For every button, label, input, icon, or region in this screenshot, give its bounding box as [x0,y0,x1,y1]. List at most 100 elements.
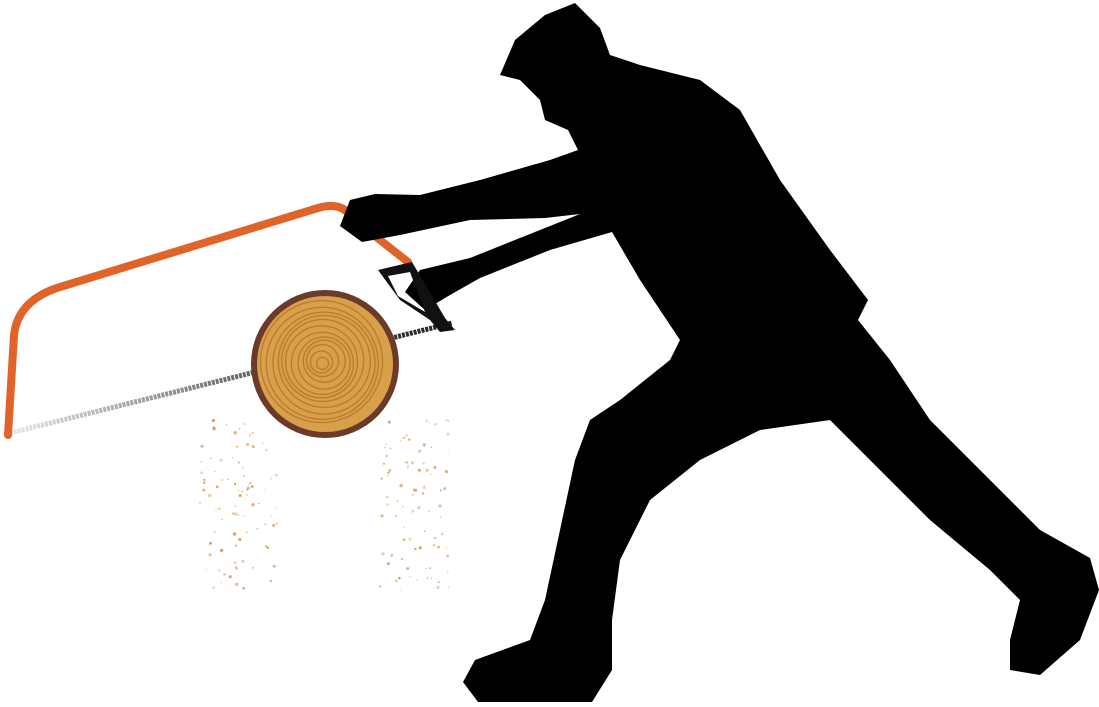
sawdust-particle [220,581,222,584]
log-ring [315,356,330,371]
log-ring [284,325,359,399]
sawdust-particle [385,454,389,458]
sawdust-particle [445,419,448,422]
sawdust-particle [221,478,224,481]
log [251,290,399,438]
sawdust-particle [428,421,431,424]
sawdust-particle [251,444,255,448]
sawdust-particle [246,494,248,496]
sawdust-particle [399,440,402,442]
sawdust-particle [232,532,237,536]
sawdust-particle [437,545,440,549]
sawdust-particle [436,585,440,589]
sawdust-particle [381,552,385,556]
sawdust-particle [430,446,433,448]
sawdust-particle [276,506,278,509]
sawdust-particle [221,518,223,521]
sawdust-particle [241,559,245,563]
sawdust-particle [215,485,219,489]
sawdust-particle [243,515,246,518]
sawdust-particle [270,477,272,480]
log-ring [277,314,372,409]
sawdust-particle [209,456,213,460]
sawdust-particle [275,522,278,525]
sawdust-particle [200,444,204,448]
sawdust-particle [447,449,449,451]
sawdust-particle [257,502,260,505]
sawdust-particle [256,527,259,530]
sawdust-particle [394,514,398,518]
sawdust-particle [439,515,442,518]
sawdust-particle [233,431,237,435]
sawdust-particle [426,577,429,579]
sawdust-particle [423,530,426,533]
sawdust-particle [218,507,221,511]
sawdust-particle [248,433,252,436]
sawdust-particle [387,475,389,477]
sawdust-particle [380,477,384,480]
sawdust-particle [238,514,240,517]
sawdust-particle [263,523,267,526]
sawdust-particle [425,468,429,472]
sawdust-particle [430,577,433,580]
sawdust-particle [249,482,252,484]
sawdust-particle [208,553,212,557]
sawdust-particle [251,431,254,435]
sawdust-particle [408,438,411,441]
sawdust-particle [386,562,390,566]
sawdust-particle [400,557,404,561]
sawdust-particle [235,544,238,547]
sawdust-particle [223,572,226,576]
sawdust-particle [212,586,215,589]
sawdust-particle [433,466,437,469]
sawdust-particle [428,567,431,570]
sawdust-particle [219,458,223,462]
sawdust-particle [209,541,213,545]
sawdust-particle [266,546,270,549]
sawdust-particle [248,436,251,438]
sawdust-particle [421,492,425,495]
sawdust-particle [237,461,240,464]
log-ring [272,311,376,415]
sawdust-particle [231,456,234,460]
sawdust-particle [219,548,224,552]
sawdust-particle [245,531,249,534]
sawdust-particle [422,462,425,465]
sawdust-particle [202,481,206,484]
sawdust-particle [404,461,407,464]
sawdust-particle [215,508,217,511]
sawdust-particle [214,471,216,473]
sawdust-particle [242,475,245,477]
sawdust-particle [198,501,202,504]
sawdust-particle [238,427,241,430]
sawdust-particle [203,478,206,481]
sawdust-particle [428,510,431,512]
sawdust-particle [242,586,245,590]
sawdust-particle [205,569,207,571]
sawdust-particle [443,487,447,491]
sawdust-particle [202,488,206,492]
sawdust-particle [233,561,237,564]
sawdust-particle [422,443,426,447]
sawdust-particle [238,537,242,542]
sawdust-particle [237,489,239,492]
saw-blade [9,320,453,436]
sawdust-particle [212,425,215,428]
sawdust-particle [387,420,391,424]
sawdust-particle [447,586,450,589]
sawdust-particle [265,449,268,452]
sawdust-particle [272,564,276,568]
sawdust-particle [246,442,250,446]
log-ring [265,306,379,420]
sawdust-particle [211,418,215,423]
sawdust-particle [413,488,416,491]
sawdust-particle [385,495,389,499]
sawdust-particle [275,474,278,477]
sawdust-particle [248,484,250,487]
sawdust-particle [212,426,216,431]
sawdust-particle [397,499,399,502]
sawdust-particle [234,565,238,568]
sawdust-particle [232,512,235,515]
sawdust-particle [402,538,406,541]
sawdust-particle [441,533,444,536]
